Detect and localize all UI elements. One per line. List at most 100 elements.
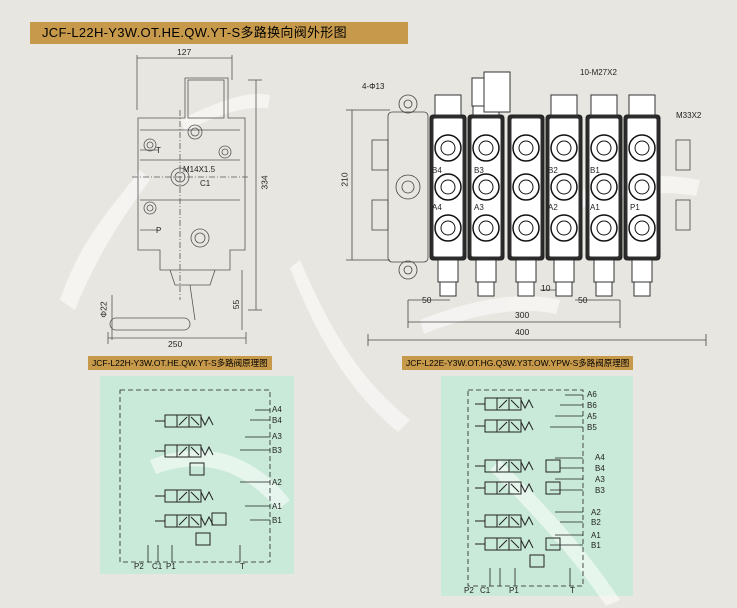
- port-circle-inner: [478, 140, 494, 156]
- spool-cap-end: [633, 281, 651, 297]
- hole-label: 4-Φ13: [362, 82, 385, 91]
- schem-right-port-p1: P1: [509, 586, 519, 595]
- flow-arrow: [498, 483, 520, 493]
- spring: [520, 398, 534, 410]
- spool-cap-end: [477, 281, 495, 297]
- port-circle: [472, 214, 500, 242]
- port-circle: [590, 173, 618, 201]
- port-circle: [512, 214, 540, 242]
- spool-box: [164, 414, 178, 428]
- port-circle: [434, 173, 462, 201]
- schematic-left-title: JCF-L22H-Y3W.OT.HE.QW.YT-S多路阀原理图: [88, 356, 272, 370]
- schem-left-port-p1: P1: [166, 562, 176, 571]
- spool-box: [188, 414, 202, 428]
- dim-50b: 50: [578, 295, 588, 305]
- relief-valve: [529, 554, 545, 568]
- spool-box: [484, 397, 498, 411]
- port-circle-inner: [596, 140, 612, 156]
- dim-55: 55: [231, 299, 242, 310]
- schematic-right-title: JCF-L22E-Y3W.OT.HG.Q3W.Y3T.OW.YPW-S多路阀原理…: [402, 356, 634, 370]
- port-b4: B4: [432, 166, 442, 175]
- dim-phi22: Φ22: [98, 301, 109, 318]
- spring: [200, 515, 214, 527]
- port-circle-inner: [440, 140, 456, 156]
- dim-250: 250: [168, 339, 183, 349]
- relief-valve: [189, 462, 205, 476]
- schem-right-port-b3: B3: [595, 486, 605, 495]
- page-title: JCF-L22H-Y3W.OT.HE.QW.YT-S多路换向阀外形图: [42, 25, 347, 40]
- port-circle: [550, 173, 578, 201]
- port-circle-inner: [556, 220, 572, 236]
- spool-cap-end: [517, 281, 535, 297]
- spring: [520, 420, 534, 432]
- port-circle: [472, 173, 500, 201]
- schem-left-port-b4: B4: [272, 416, 282, 425]
- dim-210: 210: [339, 172, 350, 187]
- port-a4: A4: [432, 203, 442, 212]
- port-p: P: [156, 226, 162, 235]
- schem-right-port-a5: A5: [587, 412, 597, 421]
- port-circle: [628, 134, 656, 162]
- spring: [520, 515, 534, 527]
- schem-left-port-b3: B3: [272, 446, 282, 455]
- port-circle: [512, 173, 540, 201]
- schem-right-port-a6: A6: [587, 390, 597, 399]
- spool-cap-end: [439, 281, 457, 297]
- spool-box: [188, 444, 202, 458]
- schem-left-port-a2: A2: [272, 478, 282, 487]
- spool-box: [188, 514, 202, 528]
- dim-10: 10: [541, 283, 551, 293]
- port-circle-inner: [596, 220, 612, 236]
- schematic-right-lines: [467, 389, 584, 587]
- spool-box: [484, 514, 498, 528]
- schematic-left-valves: [155, 414, 227, 546]
- schem-left-port-t: T: [240, 562, 245, 571]
- top-cap: [550, 94, 578, 116]
- spool-box: [164, 514, 178, 528]
- flow-arrow: [178, 491, 200, 501]
- spool-box: [484, 419, 498, 433]
- spool-box: [508, 514, 522, 528]
- dim-50a: 50: [422, 295, 432, 305]
- port-a2: A2: [548, 203, 558, 212]
- side-view: [107, 55, 262, 344]
- schem-right-port-t: T: [570, 586, 575, 595]
- port-circle-inner: [518, 140, 534, 156]
- front-view: [346, 94, 707, 346]
- schem-right-port-b1: B1: [591, 541, 601, 550]
- port-circle-inner: [634, 179, 650, 195]
- port-circle: [590, 134, 618, 162]
- spool-cap-end: [595, 281, 613, 297]
- spool-box: [164, 489, 178, 503]
- schem-right-port-b4: B4: [595, 464, 605, 473]
- schem-left-port-a3: A3: [272, 432, 282, 441]
- port-circle: [434, 134, 462, 162]
- schem-right-port-b5: B5: [587, 423, 597, 432]
- flow-arrow: [498, 461, 520, 471]
- port-b2: B2: [548, 166, 558, 175]
- port-circle-inner: [634, 140, 650, 156]
- spool-box: [188, 489, 202, 503]
- port-circle: [628, 214, 656, 242]
- spring: [520, 538, 534, 550]
- dim-300: 300: [515, 310, 530, 320]
- top-relief-box: [483, 71, 511, 113]
- port-b3: B3: [474, 166, 484, 175]
- flow-arrow: [178, 516, 200, 526]
- flow-arrow: [178, 416, 200, 426]
- thread-right: M33X2: [676, 111, 702, 120]
- relief-valve: [211, 512, 227, 526]
- relief-valve: [545, 481, 561, 495]
- schem-right-port-b6: B6: [587, 401, 597, 410]
- relief-valve: [545, 459, 561, 473]
- thread-top: 10-M27X2: [580, 68, 617, 77]
- port-t: T: [156, 146, 161, 155]
- spool-box: [508, 419, 522, 433]
- spool-cap: [437, 259, 459, 283]
- port-circle: [512, 134, 540, 162]
- port-circle-inner: [440, 179, 456, 195]
- port-p1: P1: [630, 203, 640, 212]
- schem-right-port-a1: A1: [591, 531, 601, 540]
- top-cap: [590, 94, 618, 116]
- spring: [200, 415, 214, 427]
